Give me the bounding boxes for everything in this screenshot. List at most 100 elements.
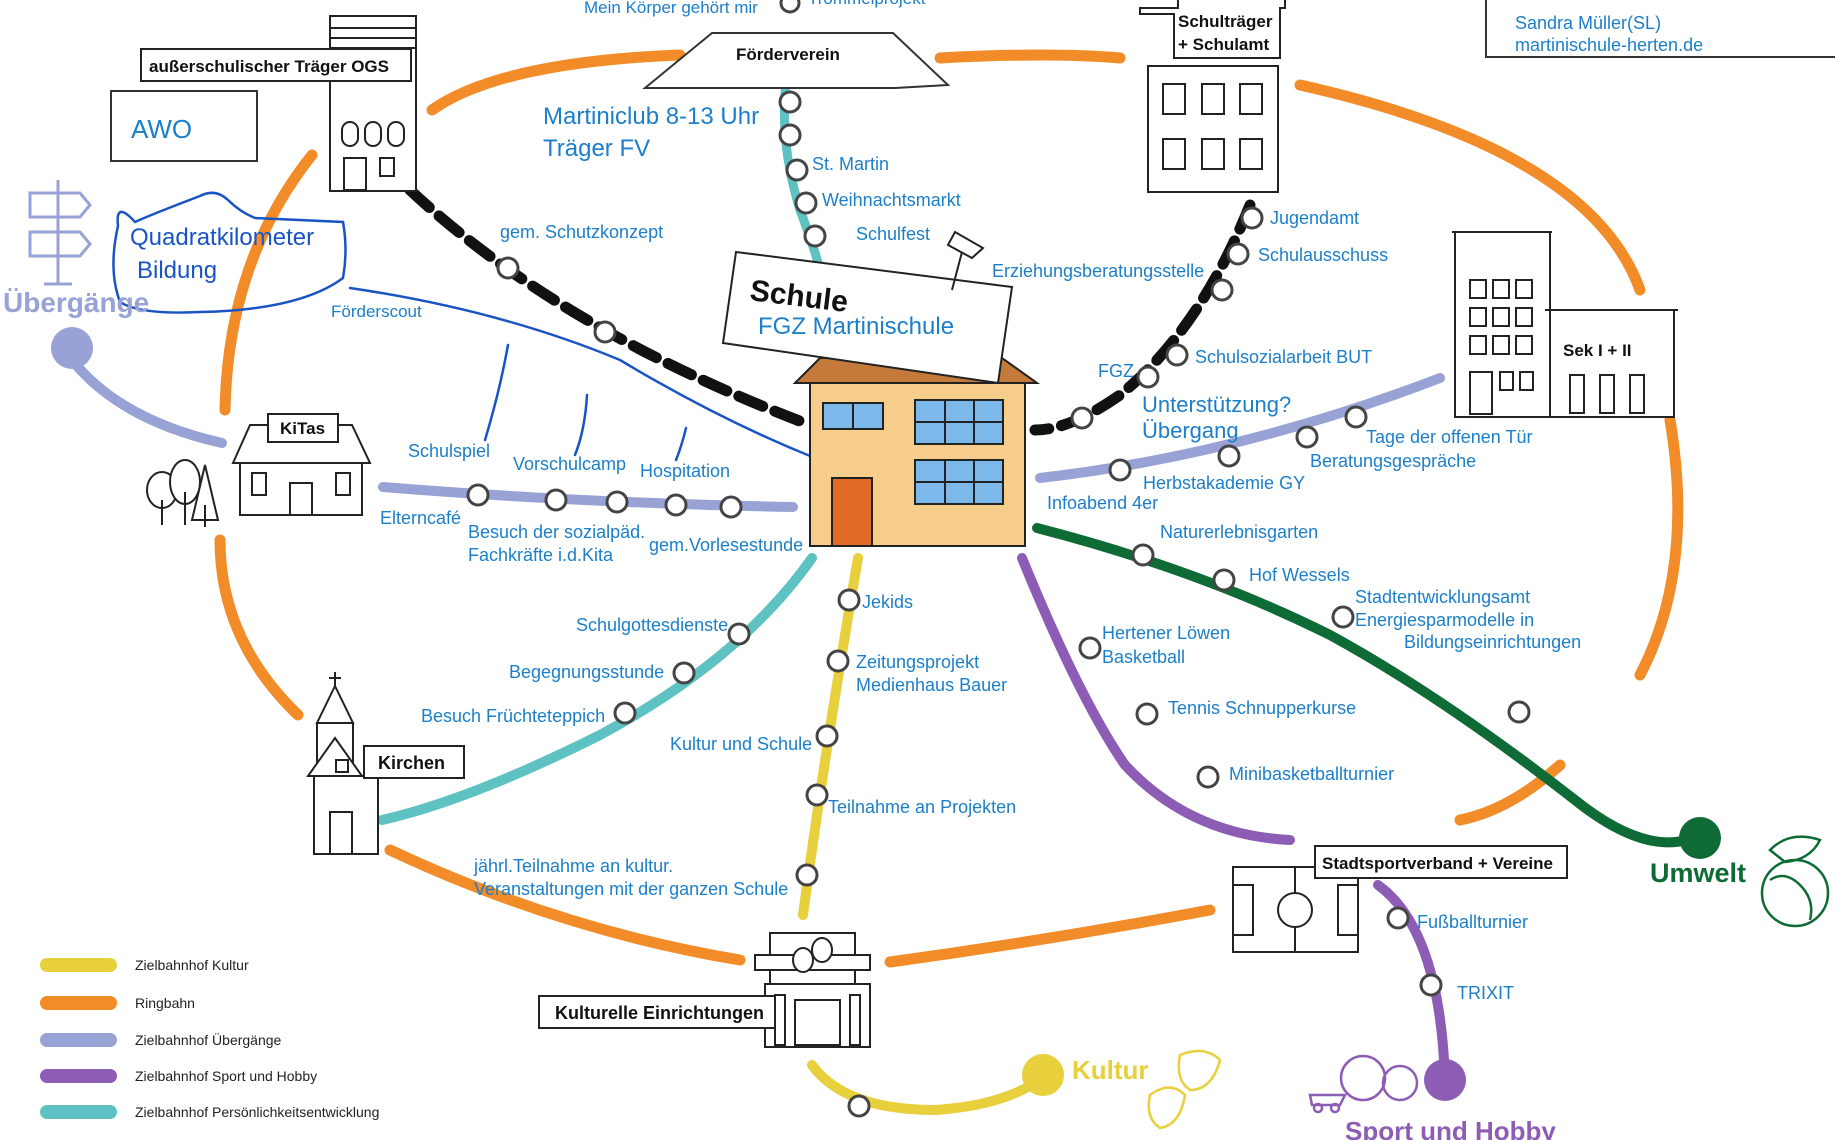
station-top xyxy=(779,0,801,14)
label-besuch-sozial-2: Fachkräfte i.d.Kita xyxy=(468,545,614,565)
trees-icon xyxy=(146,459,220,527)
awo-label: AWO xyxy=(131,114,192,144)
stadtsport-label-box xyxy=(1314,845,1568,879)
ogs-building xyxy=(329,15,417,192)
umwelt-label: Umwelt xyxy=(1650,858,1746,888)
sport-hobby-label: Sport und Hobby xyxy=(1345,1116,1556,1140)
sek-building xyxy=(1452,231,1678,418)
legend-label: Zielbahnhof Kultur xyxy=(135,957,249,973)
sports-equipment-icon xyxy=(1308,1054,1419,1114)
label-quadrat-1: Quadratkilometer xyxy=(130,224,314,251)
handwritten-annotations xyxy=(112,191,817,462)
label-jaehrl-1: jährl.Teilnahme an kultur. xyxy=(473,856,673,876)
label-fruechteteppich: Besuch Früchteteppich xyxy=(421,706,605,726)
label-vorlesestunde: gem.Vorlesestunde xyxy=(649,535,803,555)
pushpin-icon xyxy=(946,230,985,291)
label-loewen-2: Basketball xyxy=(1102,647,1185,667)
label-jaehrl-2: Veranstaltungen mit der ganzen Schule xyxy=(474,879,788,899)
legend: Zielbahnhof Kultur Ringbahn Zielbahnhof … xyxy=(40,957,379,1120)
label-begegnungsstunde: Begegnungsstunde xyxy=(509,662,664,682)
contact-box: Sandra Müller(SL) martinischule-herten.d… xyxy=(1485,0,1835,58)
label-schulgottesdienste: Schulgottesdienste xyxy=(576,615,728,635)
label-erziehungsberatung: Erziehungsberatungsstelle xyxy=(992,261,1204,281)
school-building xyxy=(792,357,1041,547)
foerderverein-label: Förderverein xyxy=(736,45,840,64)
label-quadrat-2: Bildung xyxy=(137,257,217,284)
theater-masks-icon xyxy=(1147,1049,1222,1130)
label-vorschulcamp: Vorschulcamp xyxy=(513,454,626,474)
theater-building xyxy=(754,932,871,1048)
schultraeger-label-2: + Schulamt xyxy=(1178,35,1270,54)
label-schulfest: Schulfest xyxy=(856,224,930,244)
kirchen-label-box xyxy=(363,745,465,779)
label-besuch-sozial-1: Besuch der sozialpäd. xyxy=(468,522,645,542)
school-subtitle: FGZ Martinischule xyxy=(758,313,954,340)
kitas-label: KiTas xyxy=(280,419,325,438)
label-st-martin: St. Martin xyxy=(812,154,889,174)
sports-field-icon xyxy=(1232,866,1359,953)
legend-item: Ringbahn xyxy=(40,995,195,1011)
top-fragment-2: Trommelprojekt xyxy=(808,0,926,8)
line-kultur-end xyxy=(807,1060,1050,1116)
label-hospitation: Hospitation xyxy=(640,461,730,481)
label-unterstuetzung-2: Übergang xyxy=(1142,418,1239,443)
ogs-label-box xyxy=(140,48,412,82)
foerderverein-building: Förderverein xyxy=(642,32,951,89)
label-unterstuetzung-1: Unterstützung? xyxy=(1142,392,1291,417)
label-schulausschuss: Schulausschuss xyxy=(1258,245,1388,265)
label-kultur-schule: Kultur und Schule xyxy=(670,734,812,754)
sek-label: Sek I + II xyxy=(1563,341,1632,360)
legend-label: Zielbahnhof Sport und Hobby xyxy=(135,1068,317,1084)
label-trixit: TRIXIT xyxy=(1457,983,1514,1003)
terminal-kultur xyxy=(1022,1054,1064,1096)
legend-item: Zielbahnhof Übergänge xyxy=(40,1031,282,1048)
schultraeger-building xyxy=(1139,0,1286,193)
globe-leaf-icon xyxy=(1760,835,1830,928)
label-stadtentwicklung-3: Bildungseinrichtungen xyxy=(1404,632,1581,652)
church-building xyxy=(306,672,379,855)
awo-box xyxy=(110,90,258,162)
line-uebergaenge-left xyxy=(67,355,227,448)
kulturelle-label: Kulturelle Einrichtungen xyxy=(555,1003,764,1023)
label-martiniclub-1: Martiniclub 8-13 Uhr xyxy=(543,103,759,130)
label-zeitung-2: Medienhaus Bauer xyxy=(856,675,1007,695)
legend-label: Zielbahnhof Persönlichkeitsentwicklung xyxy=(135,1104,379,1120)
contact-web: martinischule-herten.de xyxy=(1515,35,1703,55)
kultur-label: Kultur xyxy=(1072,1055,1149,1085)
label-foerderscout: Förderscout xyxy=(331,302,422,321)
schultraeger-label-1: Schulträger xyxy=(1178,12,1273,31)
label-hof-wessels: Hof Wessels xyxy=(1249,565,1350,585)
ring-line xyxy=(214,49,1684,968)
label-martiniclub-2: Träger FV xyxy=(543,135,650,162)
line-sek xyxy=(1035,373,1445,483)
label-teilnahme-projekte: Teilnahme an Projekten xyxy=(828,797,1016,817)
kitas-building xyxy=(231,413,372,516)
terminal-sport xyxy=(1424,1059,1466,1101)
label-beratungsgespraeche: Beratungsgespräche xyxy=(1310,451,1476,471)
terminal-umwelt xyxy=(1679,817,1721,859)
label-jekids: Jekids xyxy=(862,592,913,612)
label-schulspiel: Schulspiel xyxy=(408,441,490,461)
label-naturerlebnisgarten: Naturerlebnisgarten xyxy=(1160,522,1318,542)
label-schulsozialarbeit: Schulsozialarbeit BUT xyxy=(1195,347,1372,367)
terminal-uebergaenge xyxy=(51,327,93,369)
legend-item: Zielbahnhof Kultur xyxy=(40,957,249,973)
label-loewen-1: Hertener Löwen xyxy=(1102,623,1230,643)
label-fussballturnier: Fußballturnier xyxy=(1417,912,1528,932)
label-infoabend: Infoabend 4er xyxy=(1047,493,1158,513)
label-tage-offene-tuer: Tage der offenen Tür xyxy=(1366,427,1532,447)
label-stadtentwicklung-1: Stadtentwicklungsamt xyxy=(1355,587,1530,607)
label-fgz: FGZ xyxy=(1098,361,1134,381)
ogs-label: außerschulischer Träger OGS xyxy=(149,57,389,76)
top-fragment-1: Mein Körper gehört mir xyxy=(584,0,758,17)
label-stadtentwicklung-2: Energiesparmodelle in xyxy=(1355,610,1534,630)
legend-label: Zielbahnhof Übergänge xyxy=(135,1031,282,1048)
station-labels: Martiniclub 8-13 Uhr Träger FV St. Marti… xyxy=(130,103,1581,1003)
legend-item: Zielbahnhof Persönlichkeitsentwicklung xyxy=(40,1104,379,1120)
label-elterncafe: Elterncafé xyxy=(380,508,461,528)
kirchen-label: Kirchen xyxy=(378,753,445,773)
label-schutzkonzept: gem. Schutzkonzept xyxy=(500,222,663,242)
school-sign xyxy=(721,250,1014,385)
line-sport-hobby xyxy=(1373,880,1450,1085)
